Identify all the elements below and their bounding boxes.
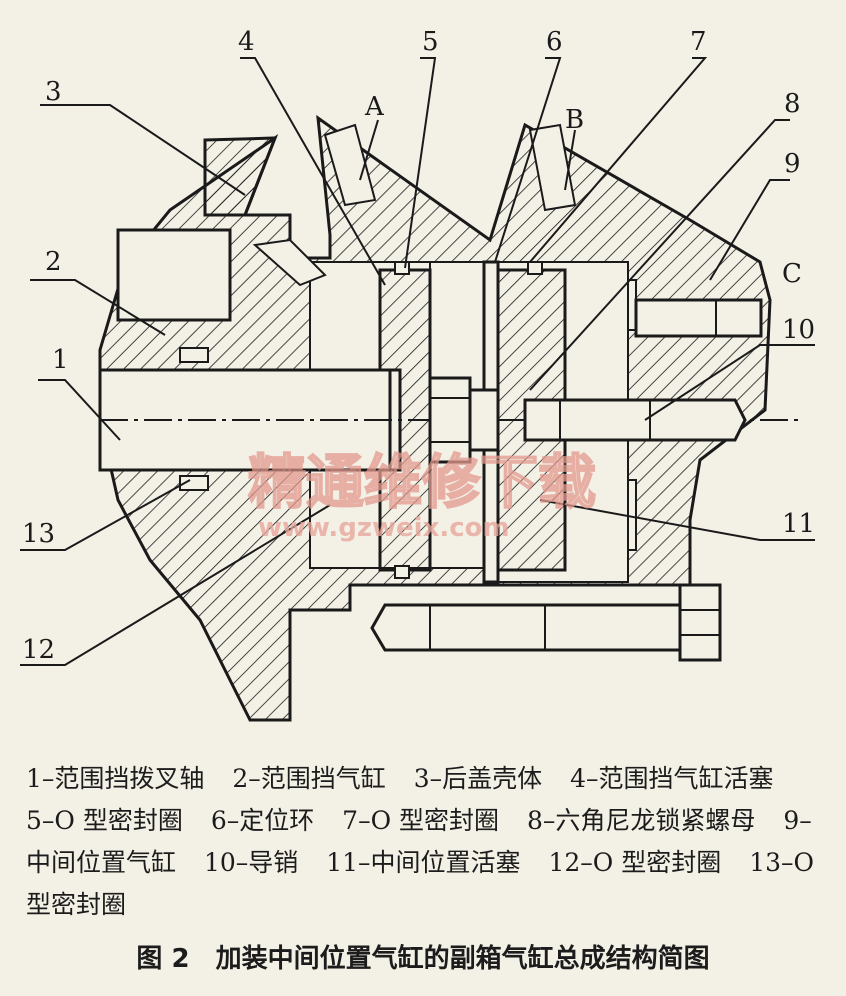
air-passages — [252, 123, 577, 287]
range-piston — [378, 261, 432, 579]
callout-4: 4 — [238, 27, 255, 57]
callout-2: 2 — [45, 247, 62, 277]
legend-item: 1–范围挡拨叉轴 — [26, 764, 205, 793]
guide-pin — [523, 398, 747, 442]
callout-9: 9 — [784, 149, 801, 179]
callout-7: 7 — [690, 27, 707, 57]
callout-3: 3 — [45, 77, 62, 107]
callout-8: 8 — [784, 89, 801, 119]
legend-item: 2–范围挡气缸 — [232, 764, 386, 793]
bottom-bolt — [370, 583, 722, 662]
marker-a: A — [364, 92, 385, 122]
watermark-text: 精通维修下载 — [248, 448, 596, 516]
hex-lock-nut — [428, 376, 500, 464]
legend-item: 11–中间位置活塞 — [326, 848, 521, 877]
legend-item: 4–范围挡气缸活塞 — [570, 764, 774, 793]
left-upper-block — [116, 136, 278, 322]
legend-item: 13–O 型密封圈 — [26, 848, 815, 919]
legend-item: 9–中间位置气缸 — [26, 806, 812, 877]
legend-item: 6–定位环 — [210, 806, 315, 835]
callout-13: 13 — [22, 519, 55, 549]
watermark: 精通维修下载 www.gzweix.com — [247, 447, 597, 543]
marker-c: C — [782, 259, 802, 289]
legend-item: 8–六角尼龙锁紧螺母 — [526, 806, 756, 835]
leader-lines — [20, 57, 815, 666]
parts-legend: 1–范围挡拨叉轴 2–范围挡气缸 3–后盖壳体 4–范围挡气缸活塞 5–O 型密… — [26, 758, 826, 926]
shaft-o-rings — [179, 347, 209, 491]
callout-5: 5 — [422, 27, 439, 57]
cylinder-assembly-diagram: 1 2 3 4 5 6 7 8 9 10 11 12 13 A B C 精通维修… — [20, 27, 815, 722]
callout-1: 1 — [52, 345, 69, 375]
callout-10: 10 — [782, 315, 815, 345]
figure-caption: 图 2 加装中间位置气缸的副箱气缸总成结构简图 — [136, 944, 710, 974]
legend-item: 7–O 型密封圈 — [342, 806, 500, 835]
callout-6: 6 — [546, 27, 563, 57]
legend-item: 10–导销 — [203, 848, 299, 877]
legend-item: 5–O 型密封圈 — [26, 806, 183, 835]
marker-b: B — [565, 105, 584, 135]
legend-item: 12–O 型密封圈 — [548, 848, 722, 877]
top-bolt — [634, 298, 763, 338]
watermark-url: www.gzweix.com — [258, 513, 510, 543]
legend-item: 3–后盖壳体 — [413, 764, 543, 793]
callout-numbers: 1 2 3 4 5 6 7 8 9 10 11 12 13 A B C — [22, 27, 815, 665]
callout-12: 12 — [22, 635, 55, 665]
callout-11: 11 — [782, 509, 815, 539]
